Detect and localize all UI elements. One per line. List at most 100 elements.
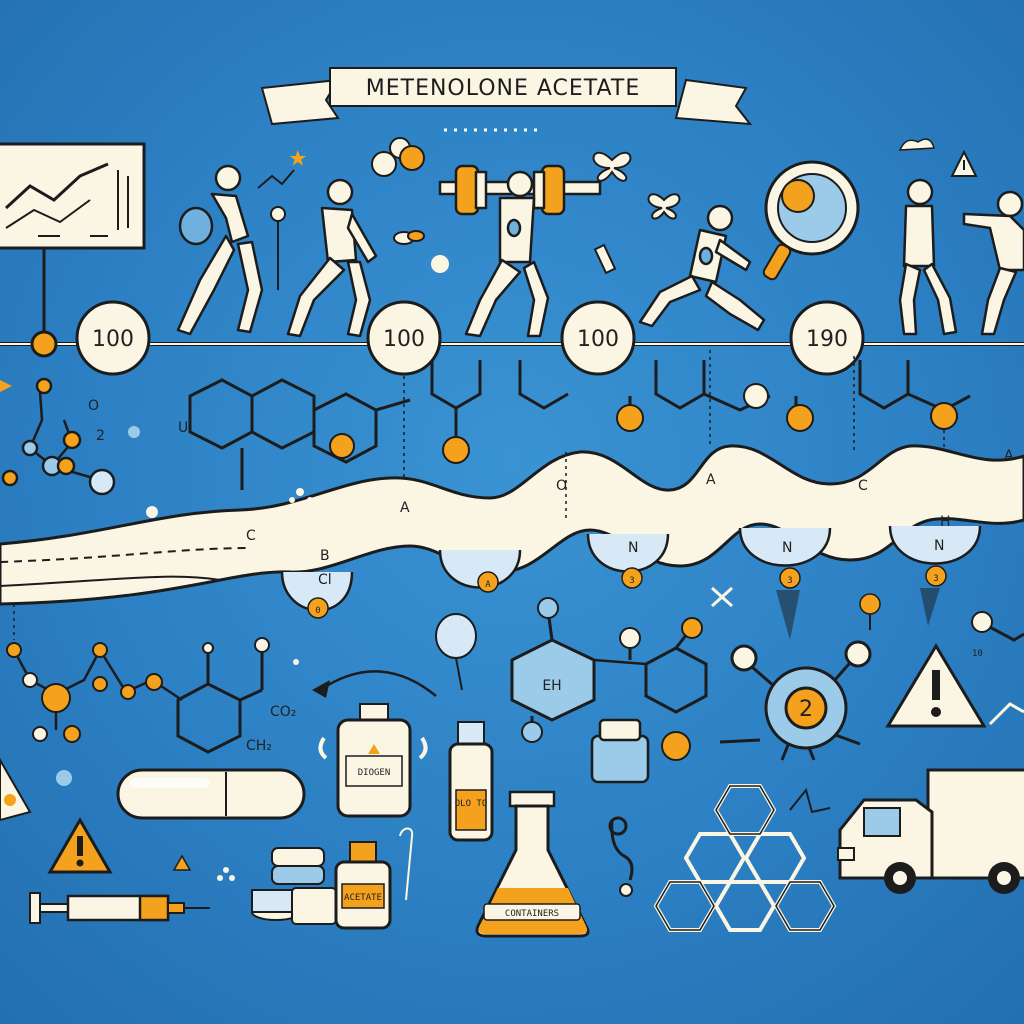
ten-label: 10 <box>972 649 983 659</box>
warning-triangle-icon <box>47 816 113 874</box>
ribbon-letter: A <box>400 500 410 516</box>
ribbon-pods <box>280 525 982 612</box>
ribbon-letters: C A O N A N C N A H B Cl <box>246 448 1014 588</box>
bee-icon <box>393 230 425 245</box>
bottle-label: OLO TO <box>455 799 488 809</box>
right-ring-icon <box>971 611 1024 642</box>
pin-icon <box>270 206 286 290</box>
vial-label: DIOGEN <box>358 768 391 778</box>
warning-triangle-large-icon <box>885 643 987 728</box>
arrow-tip-icon <box>0 380 12 392</box>
sparkle-icon <box>289 150 306 166</box>
marker-label: 100 <box>92 327 134 352</box>
honeycomb-outline <box>655 785 835 931</box>
magnifier-icon <box>762 160 860 281</box>
steroid-skeleton <box>188 378 411 490</box>
badge-text: 3 <box>787 576 792 586</box>
title-banner: METENOLONE ACETATE <box>260 67 753 126</box>
butterfly-icon <box>592 151 632 182</box>
target-molecule-icon <box>719 640 872 761</box>
honeycomb-icon <box>653 784 837 932</box>
warning-small-icon <box>950 149 978 177</box>
delivery-truck-icon <box>837 768 1024 894</box>
cross-icon <box>710 586 734 608</box>
athlete-thrower-icon <box>962 190 1024 336</box>
timeline-marker-1: 100 <box>75 300 151 376</box>
athlete-standing-icon <box>898 178 958 336</box>
zigzag-icon <box>988 702 1024 726</box>
athlete-sprinter-icon <box>638 204 766 332</box>
flask-label: CONTAINERS <box>505 909 559 919</box>
warning-badge-icon <box>661 731 691 761</box>
badge-text: 0 <box>315 606 320 616</box>
reaction-arrow-icon <box>319 670 437 697</box>
jar-label: ACETATE <box>344 893 382 903</box>
ch2-label: CH₂ <box>246 738 272 754</box>
athlete-walker-icon <box>286 178 378 338</box>
left-two-label: 2 <box>96 428 105 444</box>
dotted-connectors <box>13 350 945 640</box>
left-o-label: O <box>88 398 99 414</box>
left-molecule-icon <box>1 377 116 496</box>
badge-text: A <box>485 580 491 590</box>
hook-icon <box>399 827 414 901</box>
dna-ribbon <box>0 444 1024 606</box>
balloon-icon <box>435 613 477 691</box>
stethoscope-icon <box>608 816 634 897</box>
timeline-marker-3: 100 <box>560 300 636 376</box>
coin-stack-icon <box>251 847 337 925</box>
center-atoms <box>521 597 703 743</box>
ribbon-sub-label: B <box>320 548 330 564</box>
atom-dot <box>254 637 270 653</box>
co2-label: CO₂ <box>270 704 296 720</box>
timeline-marker-4: 190 <box>789 300 865 376</box>
erlenmeyer-flask-icon: CONTAINERS <box>475 790 590 938</box>
small-triangle-icon <box>0 757 32 822</box>
butterfly-icon-2 <box>647 193 681 220</box>
reaction-arrow-head <box>312 680 330 698</box>
syringe-small-icon <box>593 243 617 275</box>
bond-lines <box>430 360 971 440</box>
badge-text: 3 <box>933 574 938 584</box>
marker-label: 190 <box>806 327 848 352</box>
athlete-weightlifter-icon <box>438 164 602 338</box>
bubble-icon <box>431 255 449 273</box>
hex-label: EH <box>542 678 561 694</box>
ribbon-badges: 0 A 3 3 3 <box>307 565 947 619</box>
bubble-icon-3 <box>56 770 72 786</box>
info-pin-icon <box>859 593 881 630</box>
syringe-icon <box>29 892 210 924</box>
marker-label: 100 <box>383 327 425 352</box>
badge-text: 3 <box>629 576 634 586</box>
ribbon-letter: O <box>556 478 567 494</box>
capsule-icon <box>116 768 306 820</box>
warning-mini-icon <box>172 854 192 871</box>
ribbon-letter: C <box>858 478 868 494</box>
molecule-balls-icon <box>371 137 425 177</box>
ribbon-sub-label: Cl <box>318 572 332 588</box>
down-arrows <box>776 588 940 640</box>
ribbon-letter: N <box>628 540 638 556</box>
bird-icon <box>789 787 831 814</box>
jar-icon <box>590 718 650 784</box>
ribbon-letter: C <box>246 528 256 544</box>
ribbon-letter: N <box>934 538 944 554</box>
vial-icon: DIOGEN <box>318 703 428 818</box>
marker-label: 100 <box>577 327 619 352</box>
timeline <box>0 330 1024 358</box>
atom-dot <box>202 642 214 654</box>
cloud-icon <box>898 138 935 151</box>
sparkle-dots <box>146 488 313 881</box>
medicine-jar-icon: ACETATE <box>334 841 392 930</box>
athlete-runner-icon <box>176 164 264 336</box>
chain-atoms <box>6 642 163 743</box>
chart-board-icon <box>0 142 146 336</box>
bubble-icon-2 <box>128 426 140 438</box>
small-bottle-icon: OLO TO <box>448 721 494 842</box>
trend-line-icon <box>257 169 295 189</box>
ribbon-letter: A <box>706 472 716 488</box>
timeline-start-dot <box>30 330 58 358</box>
athletes-group <box>176 164 1024 338</box>
banner-title: METENOLONE ACETATE <box>366 76 640 101</box>
